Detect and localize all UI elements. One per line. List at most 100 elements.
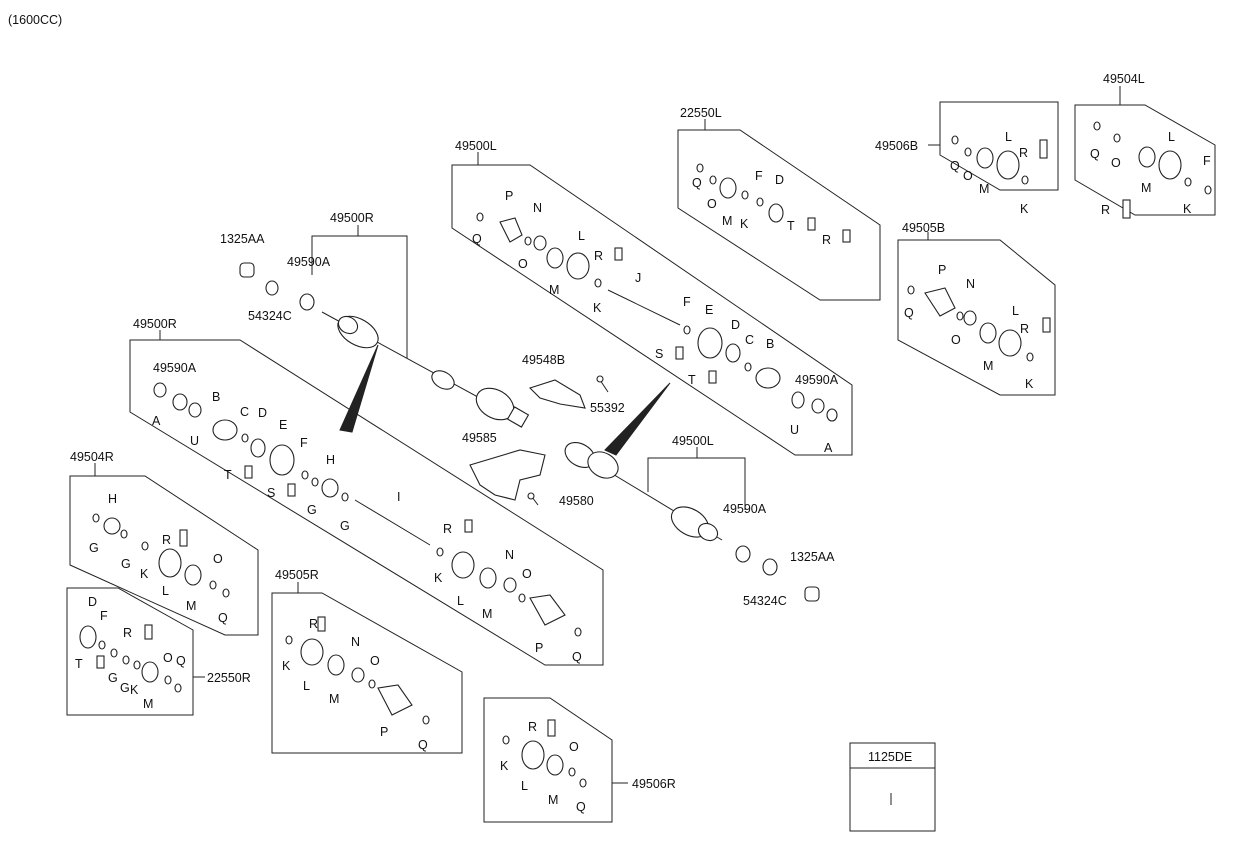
callout-49585: 49585 [462, 431, 497, 445]
part-letter: T [688, 373, 696, 387]
part-letter: U [790, 423, 799, 437]
box-1125DE [849, 742, 936, 832]
callout-49504R: 49504R [70, 450, 114, 464]
box-22550R [66, 587, 194, 716]
callout-labels: 49500R 1325AA 49590A 54324C 49500L 22550… [70, 72, 1145, 791]
part-letter: I [397, 490, 400, 504]
callout-49505B: 49505B [902, 221, 945, 235]
callout-1125DE: 1125DE [868, 750, 912, 764]
callout-54324C-lower: 54324C [743, 594, 787, 608]
nut-1325AA-lower [804, 586, 820, 602]
box-49506B [939, 101, 1059, 191]
callout-49500L-upper: 49500L [455, 139, 497, 153]
part-letter: K [434, 571, 443, 585]
callout-49504L: 49504L [1103, 72, 1145, 86]
callout-22550L: 22550L [680, 106, 722, 120]
part-letter: G [120, 681, 130, 695]
box-49504L [1074, 104, 1216, 216]
part-letter: G [340, 519, 350, 533]
part-letter: M [979, 182, 989, 196]
part-letter: N [966, 277, 975, 291]
part-letter: S [267, 486, 275, 500]
part-letter: M [1141, 181, 1151, 195]
part-letter: D [258, 406, 267, 420]
callout-49580: 49580 [559, 494, 594, 508]
callout-49590A-lower: 49590A [723, 502, 767, 516]
part-letter: Q [692, 176, 702, 190]
part-letter: D [731, 318, 740, 332]
part-letter: T [787, 219, 795, 233]
box-49504R [69, 475, 259, 636]
part-letter: Q [576, 800, 586, 814]
part-letter: L [1012, 304, 1019, 318]
parts-49500R-lower [153, 382, 582, 637]
callout-54324C-upper: 54324C [248, 309, 292, 323]
part-letter: R [1019, 146, 1028, 160]
part-letter: N [533, 201, 542, 215]
box-49506R [483, 697, 613, 823]
part-letter: M [722, 214, 732, 228]
part-letter: Q [176, 654, 186, 668]
callout-49506B: 49506B [875, 139, 918, 153]
parts-22550L [696, 163, 851, 243]
part-letter: O [522, 567, 532, 581]
part-letter: J [635, 271, 641, 285]
box-49500R-lower [129, 339, 604, 666]
part-letter: L [457, 594, 464, 608]
part-letter: L [303, 679, 310, 693]
callout-49500R-upper: 49500R [330, 211, 374, 225]
part-letter: U [190, 434, 199, 448]
main-right-shaft [321, 311, 530, 428]
part-letter: F [755, 169, 763, 183]
part-letter: Q [472, 232, 482, 246]
part-letter: A [152, 414, 161, 428]
part-letters: P Q N O L R M K J F E D C B S T U A Q O … [75, 130, 1211, 814]
bracket-49548B [528, 379, 586, 409]
washer-54324C-upper [265, 280, 279, 296]
part-letter: O [163, 651, 173, 665]
parts-49505R [285, 616, 430, 725]
callout-49500R-lower: 49500R [133, 317, 177, 331]
part-letter: T [75, 657, 83, 671]
callout-49500L-lower: 49500L [672, 434, 714, 448]
callout-1325AA-upper: 1325AA [220, 232, 265, 246]
part-letter: O [569, 740, 579, 754]
bolt-55392-head [596, 375, 604, 383]
part-letter: K [1025, 377, 1034, 391]
part-letter: O [707, 197, 717, 211]
part-letter: M [143, 697, 153, 711]
part-letter: R [528, 720, 537, 734]
part-letter: S [655, 347, 663, 361]
part-letter: K [1020, 202, 1029, 216]
part-letter: O [213, 552, 223, 566]
part-letter: O [1111, 156, 1121, 170]
main-left-shaft [564, 442, 723, 542]
part-letter: O [370, 654, 380, 668]
part-letter: T [224, 468, 232, 482]
parts-49506B [951, 135, 1048, 185]
callout-49590A-left: 49590A [153, 361, 197, 375]
part-letter: H [108, 492, 117, 506]
washer-54324C-lower [762, 558, 778, 576]
pointer-wedge-left [604, 382, 671, 456]
part-letter: L [521, 779, 528, 793]
part-letter: R [123, 626, 132, 640]
pointer-wedge-right [339, 344, 379, 433]
ring-49590A-lower [735, 545, 751, 563]
parts-49505B [907, 285, 1051, 362]
part-letter: O [963, 169, 973, 183]
callout-1325AA-lower: 1325AA [790, 550, 835, 564]
part-letter: M [983, 359, 993, 373]
part-letter: B [766, 337, 774, 351]
box-49500L-upper [451, 164, 853, 456]
callout-49548B: 49548B [522, 353, 565, 367]
part-letter: B [212, 390, 220, 404]
part-letter: G [307, 503, 317, 517]
part-letter: M [549, 283, 559, 297]
parts-49506R [502, 719, 587, 788]
ring-49590A-upper [299, 293, 315, 311]
box-49505R [271, 592, 463, 754]
callout-49506R: 49506R [632, 777, 676, 791]
bracket-49500R [311, 235, 408, 358]
